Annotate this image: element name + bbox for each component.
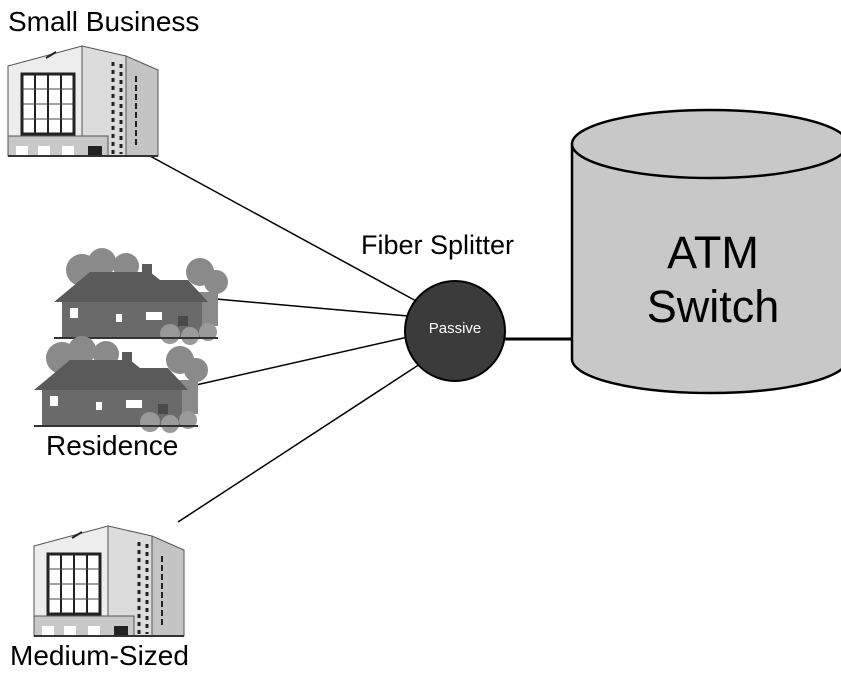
link-residence-2: [195, 336, 409, 386]
connection-lines: [149, 155, 572, 523]
atm-switch-label-line2: Switch: [646, 281, 780, 332]
residence-house-icon-1: [53, 247, 229, 346]
fiber-splitter-label: Fiber Splitter: [361, 230, 515, 260]
atm-switch-label-line1: ATM: [667, 227, 759, 278]
small-business-building-icon: [6, 44, 160, 158]
atm-switch-label: ATM Switch: [618, 226, 808, 334]
medium-sized-building-icon: [32, 524, 186, 638]
atm-switch-cylinder-icon: [570, 108, 841, 395]
link-residence-1: [215, 298, 409, 317]
link-medium-sized: [177, 363, 421, 523]
passive-label: Passive: [428, 320, 482, 337]
small-business-label: Small Business: [8, 6, 200, 37]
link-small-business: [149, 155, 419, 303]
residence-house-icon-2: [33, 335, 209, 434]
residence-label: Residence: [46, 430, 179, 461]
fiber-splitter-icon: [404, 280, 506, 382]
medium-sized-label: Medium-Sized: [10, 640, 189, 671]
